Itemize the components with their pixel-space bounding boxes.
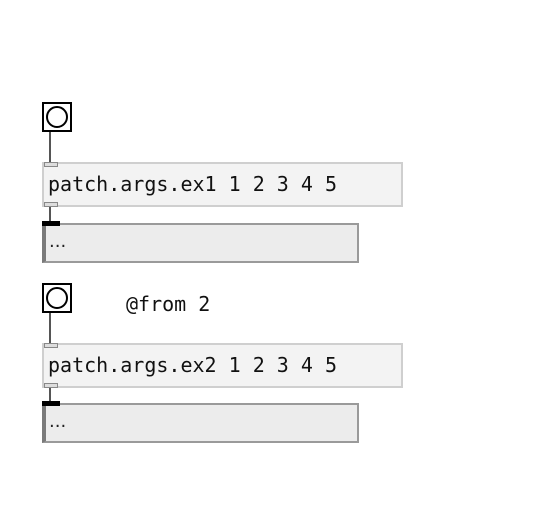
display-inlet[interactable] <box>42 401 60 406</box>
object-outlet[interactable] <box>44 383 58 388</box>
object-box-ex2[interactable]: patch.args.ex2 1 2 3 4 5 <box>42 343 403 388</box>
object-box-ex1[interactable]: patch.args.ex1 1 2 3 4 5 <box>42 162 403 207</box>
connection-wire <box>49 388 51 403</box>
connection-wire <box>49 132 51 162</box>
comment-text: @from 2 <box>126 292 211 316</box>
object-inlet[interactable] <box>44 343 58 348</box>
display-inlet[interactable] <box>42 221 60 226</box>
output-display-ex1: ... <box>42 221 359 263</box>
connection-wire <box>49 207 51 223</box>
bang-circle-icon <box>46 287 68 309</box>
bang-circle-icon <box>46 106 68 128</box>
object-outlet[interactable] <box>44 202 58 207</box>
output-value: ... <box>49 231 67 252</box>
connection-wire <box>49 313 51 343</box>
output-display-ex2: ... <box>42 401 359 443</box>
object-inlet[interactable] <box>44 162 58 167</box>
object-label: patch.args.ex1 1 2 3 4 5 <box>48 172 337 196</box>
bang-button-2[interactable] <box>42 283 72 313</box>
output-value: ... <box>49 411 67 432</box>
object-label: patch.args.ex2 1 2 3 4 5 <box>48 353 337 377</box>
bang-button-1[interactable] <box>42 102 72 132</box>
